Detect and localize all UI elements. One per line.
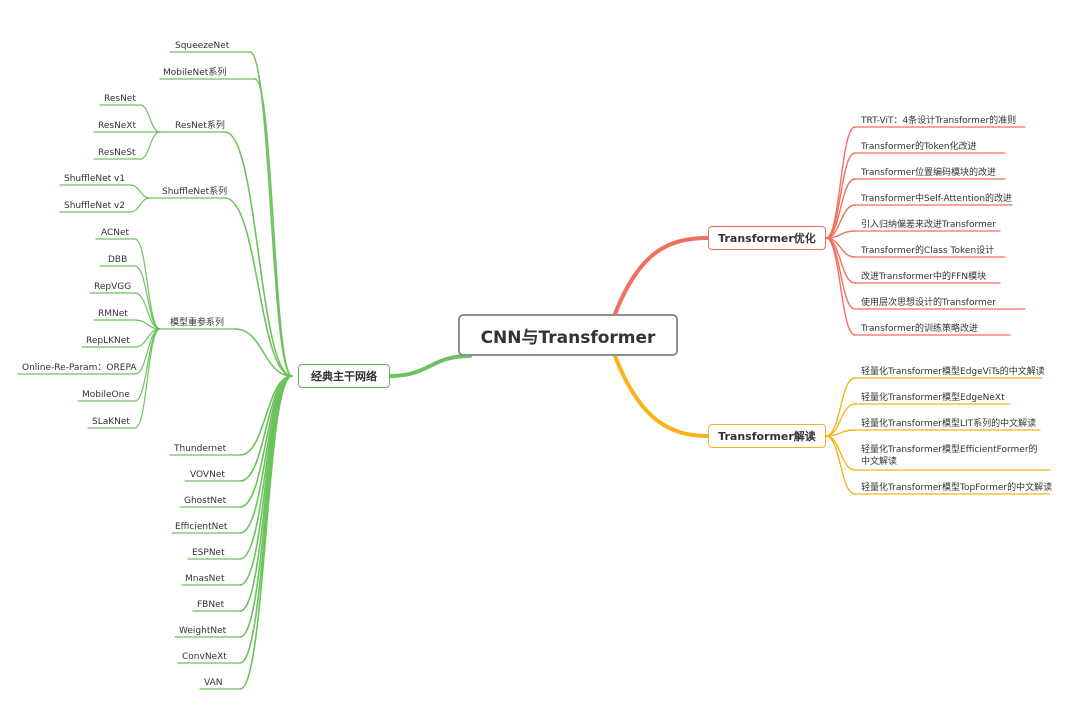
leaf-read-3[interactable]: 轻量化Transformer模型LIT系列的中文解读 [861,419,1037,429]
link-dbb [134,265,161,330]
topic-transformer-optimization[interactable]: Transformer优化 [708,226,826,250]
leaf-mobileone[interactable]: MobileOne [82,390,130,400]
link-shufflenet-v1 [129,184,151,199]
leaf-resnet[interactable]: ResNet [104,94,136,104]
leaf-opt-2[interactable]: Transformer的Token化改进 [861,142,977,152]
link-read-2 [825,403,856,437]
leaf-replknet[interactable]: RepLKNet [86,336,130,346]
leaf-opt-3[interactable]: Transformer位置编码模块的改进 [861,168,997,178]
link-resnet [139,104,161,133]
leaf-dbb[interactable]: DBB [108,255,128,265]
link-acnet [134,238,161,330]
leaf-opt-9[interactable]: Transformer的训练策略改进 [861,324,979,334]
link-fbnet [239,375,293,612]
leaf-opt-8[interactable]: 使用层次思想设计的Transformer [861,298,997,308]
leaf-rmnet[interactable]: RMNet [98,309,128,319]
link-convnext [239,375,293,664]
leaf-fbnet[interactable]: FBNet [197,600,225,610]
leaf-opt-5[interactable]: 引入归纳偏差来改进Transformer [861,220,997,230]
link-opt-4 [825,204,856,239]
link-opt-9 [825,237,856,336]
link-opt-8 [825,237,856,310]
link-resnest [139,131,161,160]
link-mobileone [134,328,161,402]
link-squeezenet [249,51,293,377]
leaf-orepa[interactable]: Online-Re-Param：OREPA [22,363,137,373]
subtopic-reparam-series[interactable]: 模型重参系列 [170,318,225,328]
link-slaknet [134,328,161,429]
leaf-read-1[interactable]: 轻量化Transformer模型EdgeViTs的中文解读 [861,367,1045,377]
link-resnet-series [224,131,293,377]
link-read-1 [825,377,856,437]
leaf-weightnet[interactable]: WeightNet [179,626,227,636]
subtopic-resnet-series[interactable]: ResNet系列 [175,121,225,131]
leaf-shufflenet-v1[interactable]: ShuffleNet v1 [64,174,126,184]
leaf-read-2[interactable]: 轻量化Transformer模型EdgeNeXt [861,393,1005,403]
link-mobilenet [254,78,293,377]
leaf-espnet[interactable]: ESPNet [192,548,225,558]
subtopic-shufflenet-series[interactable]: ShuffleNet系列 [162,187,228,197]
leaf-vovnet[interactable]: VOVNet [190,470,225,480]
link-repvgg [134,292,161,330]
topic-classic-backbones[interactable]: 经典主干网络 [298,364,390,388]
link-opt-3 [825,178,856,239]
leaf-opt-4[interactable]: Transformer中Self-Attention的改进 [861,194,1013,204]
link-read-3 [825,429,856,437]
leaf-opt-1[interactable]: TRT-ViT：4条设计Transformer的准则 [861,116,1017,126]
link-opt-2 [825,152,856,239]
link-reparam-series [234,328,293,377]
leaf-ghostnet[interactable]: GhostNet [184,496,227,506]
branch-root-optimize [613,236,710,316]
link-read-5 [825,435,856,495]
leaf-convnext[interactable]: ConvNeXt [182,652,227,662]
leaf-efficientnet[interactable]: EfficientNet [175,522,228,532]
leaf-shufflenet-v2[interactable]: ShuffleNet v2 [64,201,126,211]
leaf-repvgg[interactable]: RepVGG [94,282,132,292]
leaf-opt-6[interactable]: Transformer的Class Token设计 [861,246,995,256]
leaf-mobilenet-series[interactable]: MobileNet系列 [163,68,227,78]
leaf-resnest[interactable]: ResNeSt [98,148,136,158]
leaf-slaknet[interactable]: SLaKNet [92,417,130,427]
branch-root-classic [388,354,472,378]
link-shufflenet-v2 [129,197,151,213]
root-topic[interactable]: CNN与Transformer [458,314,678,356]
leaf-mnasnet[interactable]: MnasNet [185,574,225,584]
leaf-opt-7[interactable]: 改进Transformer中的FFN模块 [861,272,987,282]
leaf-squeezenet[interactable]: SqueezeNet [175,41,230,51]
topic-transformer-interpretation[interactable]: Transformer解读 [708,424,826,448]
leaf-read-4[interactable]: 轻量化Transformer模型EfficientFormer的中文解读 [861,445,1038,467]
leaf-van[interactable]: VAN [204,678,223,688]
link-opt-1 [825,126,856,239]
leaf-resnext[interactable]: ResNeXt [98,121,137,131]
link-shufflenet-series [224,197,293,377]
link-van [239,375,293,690]
leaf-thundernet[interactable]: Thundernet [174,444,227,454]
leaf-acnet[interactable]: ACNet [101,228,130,238]
leaf-read-5[interactable]: 轻量化Transformer模型TopFormer的中文解读 [861,483,1053,493]
branch-root-interpret [613,354,710,438]
